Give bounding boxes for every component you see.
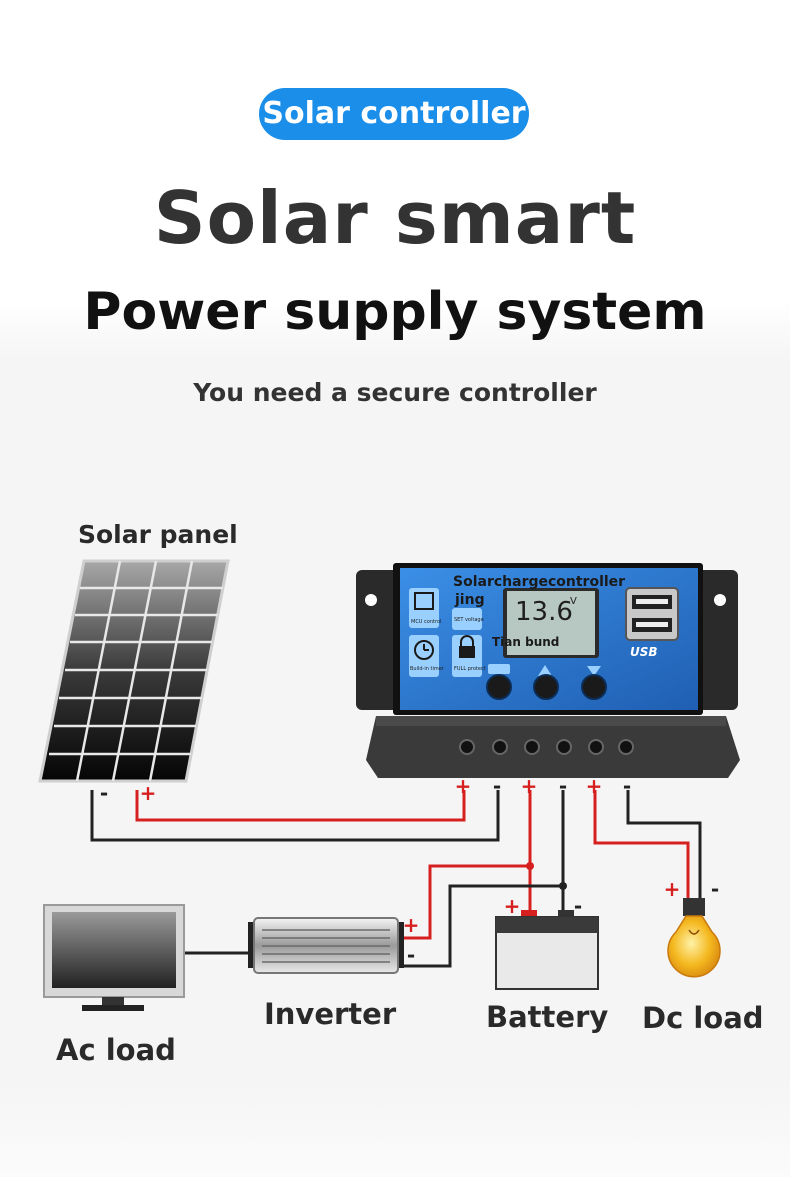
dc-load-negative-sign: - bbox=[711, 877, 719, 901]
charge-controller bbox=[356, 563, 740, 778]
terminal-block bbox=[366, 716, 740, 778]
up-button[interactable] bbox=[533, 674, 559, 700]
lock-icon bbox=[452, 635, 482, 677]
inverter-negative-sign: - bbox=[407, 943, 415, 967]
ac-load-label: Ac load bbox=[56, 1033, 176, 1067]
feature-label-set: SET voltage bbox=[454, 617, 484, 623]
lcd-unit: V bbox=[570, 596, 577, 607]
chip-icon bbox=[409, 588, 439, 628]
inverter-negative-wire bbox=[402, 884, 563, 968]
dc-load-positive-sign: + bbox=[664, 877, 681, 901]
inverter-positive-wire bbox=[402, 864, 530, 940]
terminal-sign-5: + bbox=[586, 774, 603, 798]
return-button[interactable] bbox=[486, 674, 512, 700]
terminal-sign-1: + bbox=[455, 774, 472, 798]
return-symbol-icon bbox=[488, 664, 510, 674]
panel-positive-sign: + bbox=[140, 781, 157, 805]
panel-negative-sign: - bbox=[100, 781, 108, 805]
page-tagline: You need a secure controller bbox=[193, 378, 597, 407]
inverter bbox=[248, 917, 404, 974]
dc-load-positive-wire bbox=[593, 790, 690, 900]
terminal-screws bbox=[459, 739, 634, 755]
terminal-sign-6: - bbox=[623, 774, 631, 798]
usb-label: USB bbox=[630, 645, 658, 659]
down-button[interactable] bbox=[581, 674, 607, 700]
controller-brand-text2: jing bbox=[454, 592, 485, 608]
down-symbol-icon bbox=[587, 666, 601, 676]
ac-load-monitor bbox=[43, 904, 185, 1011]
usb-ports bbox=[625, 587, 679, 641]
up-symbol-icon bbox=[538, 665, 552, 676]
lcd-caption: Tian bund bbox=[492, 635, 559, 649]
solar-controller-badge: Solar controller bbox=[259, 88, 529, 140]
dc-load-negative-wire bbox=[626, 790, 702, 900]
controller-brand-text: Solarchargecontroller bbox=[453, 574, 625, 590]
panel-negative-wire bbox=[90, 790, 500, 842]
inverter-positive-sign: + bbox=[403, 913, 420, 937]
lcd-reading: 13.6 bbox=[515, 597, 573, 627]
clock-icon bbox=[409, 635, 439, 677]
terminal-sign-2: - bbox=[493, 774, 501, 798]
wires bbox=[90, 790, 702, 968]
inverter-label: Inverter bbox=[264, 997, 397, 1031]
set-icon bbox=[452, 608, 482, 630]
panel-positive-wire bbox=[135, 790, 466, 822]
solar-panel bbox=[38, 559, 230, 783]
terminal-sign-4: - bbox=[559, 774, 567, 798]
feature-label-timer: Build-in timer bbox=[410, 666, 445, 672]
battery-positive-sign: + bbox=[504, 894, 521, 918]
feature-label-mcu: MCU control bbox=[411, 619, 441, 625]
battery-negative-sign: - bbox=[574, 894, 582, 918]
lcd-screen bbox=[507, 591, 595, 655]
page-subtitle-heading: Power supply system bbox=[83, 282, 707, 342]
dc-load-label: Dc load bbox=[642, 1001, 764, 1035]
feature-label-protect: FULL protect bbox=[454, 666, 486, 672]
dc-load-bulb bbox=[667, 898, 721, 978]
solar-panel-label: Solar panel bbox=[78, 520, 238, 549]
battery bbox=[495, 910, 599, 990]
battery-label: Battery bbox=[486, 1000, 609, 1034]
page-title: Solar smart bbox=[153, 176, 637, 260]
terminal-sign-3: + bbox=[521, 774, 538, 798]
